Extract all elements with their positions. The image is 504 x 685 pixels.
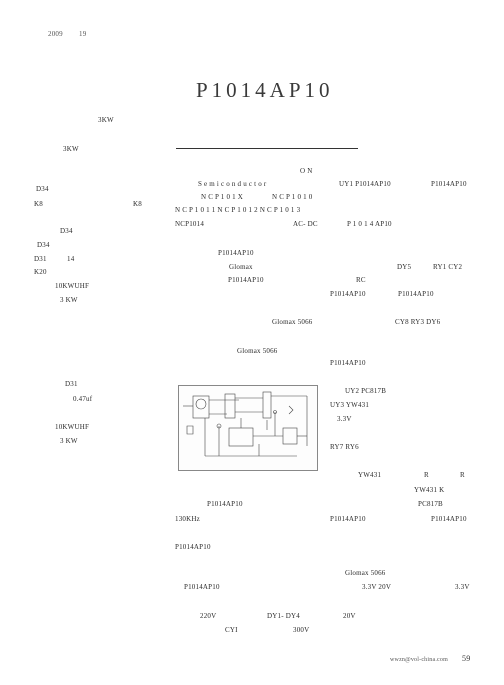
right-text: Glomax 5066 <box>345 569 386 577</box>
right-text: 3.3V <box>337 415 352 423</box>
body-text: Glomax 5066 <box>272 318 313 326</box>
right-text: 3.3V <box>455 583 470 591</box>
right-text: YW431 <box>358 471 382 479</box>
body-text: P1014AP10 <box>207 500 243 508</box>
schematic-drawing <box>183 391 308 457</box>
left-text: 0.47uf <box>73 395 93 403</box>
body-text: N C P 1 0 1 0 <box>272 193 313 201</box>
right-text: R <box>460 471 465 479</box>
body-text: P1014AP10 <box>228 276 264 284</box>
body-text: NCP1014 <box>175 220 205 228</box>
right-text: P1014AP10 <box>431 180 467 188</box>
right-text: UY3 YW431 <box>330 401 370 409</box>
left-text: 3 KW <box>60 437 78 445</box>
right-text: DY5 <box>397 263 412 271</box>
body-text: P1014AP10 <box>175 543 211 551</box>
right-text: P1014AP10 <box>330 359 366 367</box>
footer-email: wwzn@vol-china.com <box>390 657 448 663</box>
body-text: AC- DC <box>293 220 318 228</box>
left-text: D34 <box>60 227 73 235</box>
body-text: N C P 1 0 1 X <box>201 193 244 201</box>
left-text: D31 <box>34 255 47 263</box>
right-text: RY1 CY2 <box>433 263 463 271</box>
right-text: 3.3V 20V <box>362 583 392 591</box>
body-text: 300V <box>293 626 310 634</box>
left-text: D31 <box>65 380 78 388</box>
body-text: DY1- DY4 <box>267 612 300 620</box>
body-text: N C P 1 0 1 1 N C P 1 0 1 2 N C P 1 0 1 … <box>175 206 301 214</box>
header-year: 2009 <box>48 30 63 38</box>
body-text: O N <box>300 167 313 175</box>
left-text: 3 KW <box>60 296 78 304</box>
left-text: K8 <box>133 200 142 208</box>
left-text: 14 <box>67 255 75 263</box>
left-text: D34 <box>36 185 49 193</box>
right-text: RC <box>356 276 366 284</box>
body-text: CYI <box>225 626 238 634</box>
right-text: P1014AP10 <box>330 290 366 298</box>
header-issue: 19 <box>79 30 87 38</box>
right-text: UY2 PC817B <box>345 387 387 395</box>
left-text: K8 <box>34 200 43 208</box>
body-text: 130KHz <box>175 515 200 523</box>
left-text: 3KW <box>63 145 79 153</box>
body-text: P1014AP10 <box>184 583 220 591</box>
body-text: P 1 0 1 4 AP10 <box>347 220 392 228</box>
body-text: Glomax <box>229 263 253 271</box>
left-text: 10KWUHF <box>55 282 90 290</box>
body-text: 20V <box>343 612 356 620</box>
title-rule <box>176 148 358 149</box>
article-title: P1014AP10 <box>196 78 334 102</box>
body-text: Glomax 5066 <box>237 347 278 355</box>
left-text: 10KWUHF <box>55 423 90 431</box>
right-text: P1014AP10 <box>398 290 434 298</box>
left-text: K20 <box>34 268 47 276</box>
right-text: CY8 RY3 DY6 <box>395 318 441 326</box>
page-number: 59 <box>462 654 471 663</box>
right-text: P1014AP10 <box>330 515 366 523</box>
right-text: UY1 P1014AP10 <box>339 180 391 188</box>
body-text: 220V <box>200 612 217 620</box>
right-text: R <box>424 471 429 479</box>
left-text: 3KW <box>98 116 114 124</box>
right-text: YW431 K <box>414 486 445 494</box>
left-text: D34 <box>37 241 50 249</box>
right-text: P1014AP10 <box>431 515 467 523</box>
body-text: S e m i c o n d u c t o r <box>198 180 267 188</box>
right-text: PC817B <box>418 500 443 508</box>
circuit-schematic <box>178 385 318 471</box>
body-text: P1014AP10 <box>218 249 254 257</box>
right-text: RY7 RY6 <box>330 443 359 451</box>
